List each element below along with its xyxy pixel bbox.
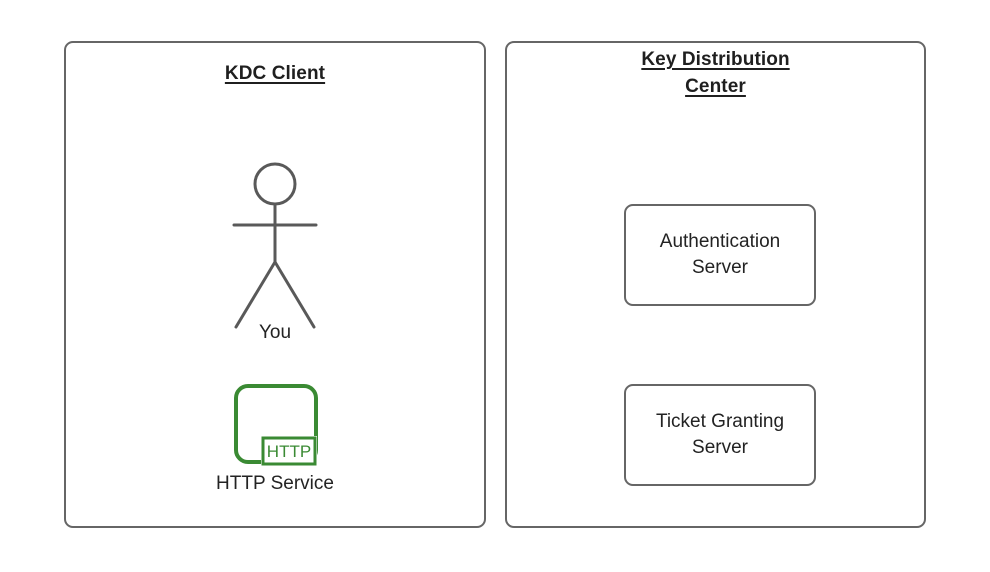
http-service-icon: HTTP bbox=[228, 380, 323, 470]
stick-figure-actor-icon bbox=[200, 155, 350, 340]
panel-kdc-title-line-2: Center bbox=[685, 76, 746, 97]
panel-kdc-title-line-1: Key Distribution bbox=[641, 49, 790, 70]
http-badge-text: HTTP bbox=[267, 442, 311, 461]
panel-key-distribution-center-title: Key Distribution Center bbox=[505, 46, 926, 100]
node-ticket-granting-server: Ticket Granting Server bbox=[624, 384, 816, 486]
ticket-granting-server-label: Ticket Granting Server bbox=[655, 411, 785, 458]
node-authentication-server: Authentication Server bbox=[624, 204, 816, 306]
panel-kdc-client-title-text: KDC Client bbox=[224, 63, 326, 84]
http-service-label: HTTP Service bbox=[216, 473, 334, 494]
actor-label: You bbox=[258, 322, 292, 343]
panel-kdc-client-title: KDC Client bbox=[64, 60, 486, 87]
authentication-server-label: Authentication Server bbox=[659, 231, 781, 278]
